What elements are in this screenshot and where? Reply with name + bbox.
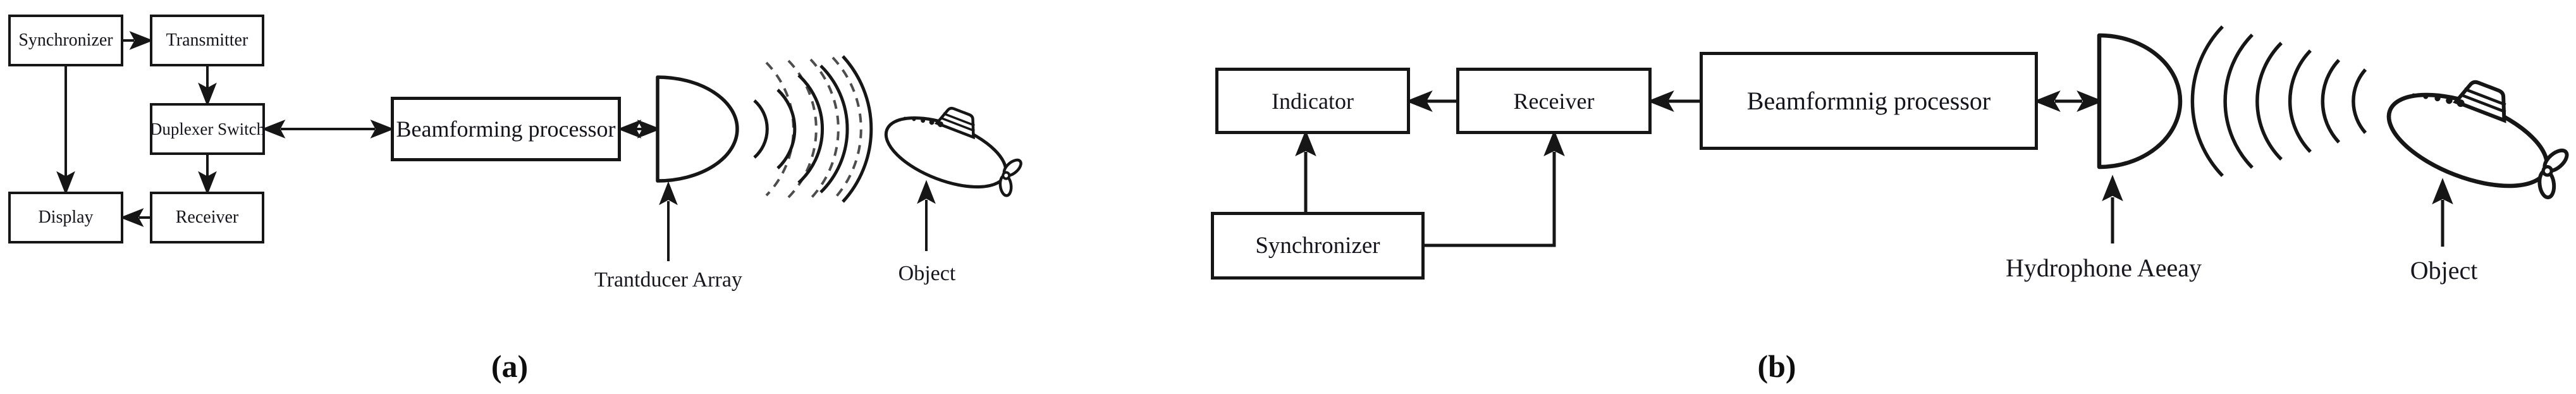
box-display-a: Display [8,192,123,243]
transducer-array-shape [656,75,739,183]
arrowhead-right [637,120,661,139]
arrowhead-down [56,171,75,195]
arrowhead-right [370,120,395,139]
box-beamforming-processor-b: Beamformnig processor [1700,52,2038,150]
label-object-a: Object [898,262,956,285]
arrowhead-up [917,180,936,204]
caption-b: (b) [1757,348,1796,384]
label-hydrophone-array: Hydrophone Aeeay [2006,254,2202,282]
wave-arc-solid [2288,49,2312,153]
arrowhead-up [2432,178,2453,205]
caption-a: (a) [491,348,529,384]
box-transmitter-a: Transmitter [150,15,264,66]
box-synchronizer-a: Synchronizer [8,15,123,66]
hydrophone-array-shape [2097,33,2183,169]
submarine-b [2377,57,2576,211]
wave-arc-dashed [831,56,862,202]
wave-arc-dashed [765,61,795,197]
arrowhead-left [261,120,286,139]
wave-arc-solid [2223,34,2254,169]
arrowhead-down [198,171,217,195]
arrowhead-down [198,82,217,107]
arrowhead-left [617,120,642,139]
arrowhead-left [2033,90,2061,113]
box-receiver-b: Receiver [1456,68,1652,134]
arrowhead-up [1295,130,1316,157]
box-receiver-a: Receiver [150,192,264,243]
arrowhead-left [1647,90,1674,113]
wave-arc-solid [753,99,769,159]
wave-arc-solid [2190,25,2224,177]
arrowhead-right [129,31,154,50]
wave-arc-solid [2255,42,2283,161]
arrowhead-left [120,208,144,227]
wave-arc-solid [842,55,873,203]
box-indicator-b: Indicator [1215,68,1410,134]
arrowhead-up [659,181,678,206]
arrowhead-right [2076,90,2104,113]
submarine-a [877,89,1034,206]
box-beamforming-processor-a: Beamforming processor [391,97,621,161]
box-duplexer-switch-a: Duplexer Switch [150,103,265,155]
wave-arc-dashed [809,58,840,200]
label-object-b: Object [2410,256,2478,285]
arrowhead-up [1543,130,1565,157]
label-transducer-array: Trantducer Array [594,268,742,292]
wave-arc-solid [797,74,825,184]
arrowhead-left [1406,90,1433,113]
box-synchronizer-b: Synchronizer [1211,212,1425,280]
arrowhead-up [2102,175,2123,202]
wave-arc-solid [776,89,797,169]
wave-arc-solid [819,65,849,194]
wave-arc-solid [2321,59,2341,144]
elbow-sync-to-receiver [1425,152,1556,247]
wave-arc-solid [2352,68,2367,134]
